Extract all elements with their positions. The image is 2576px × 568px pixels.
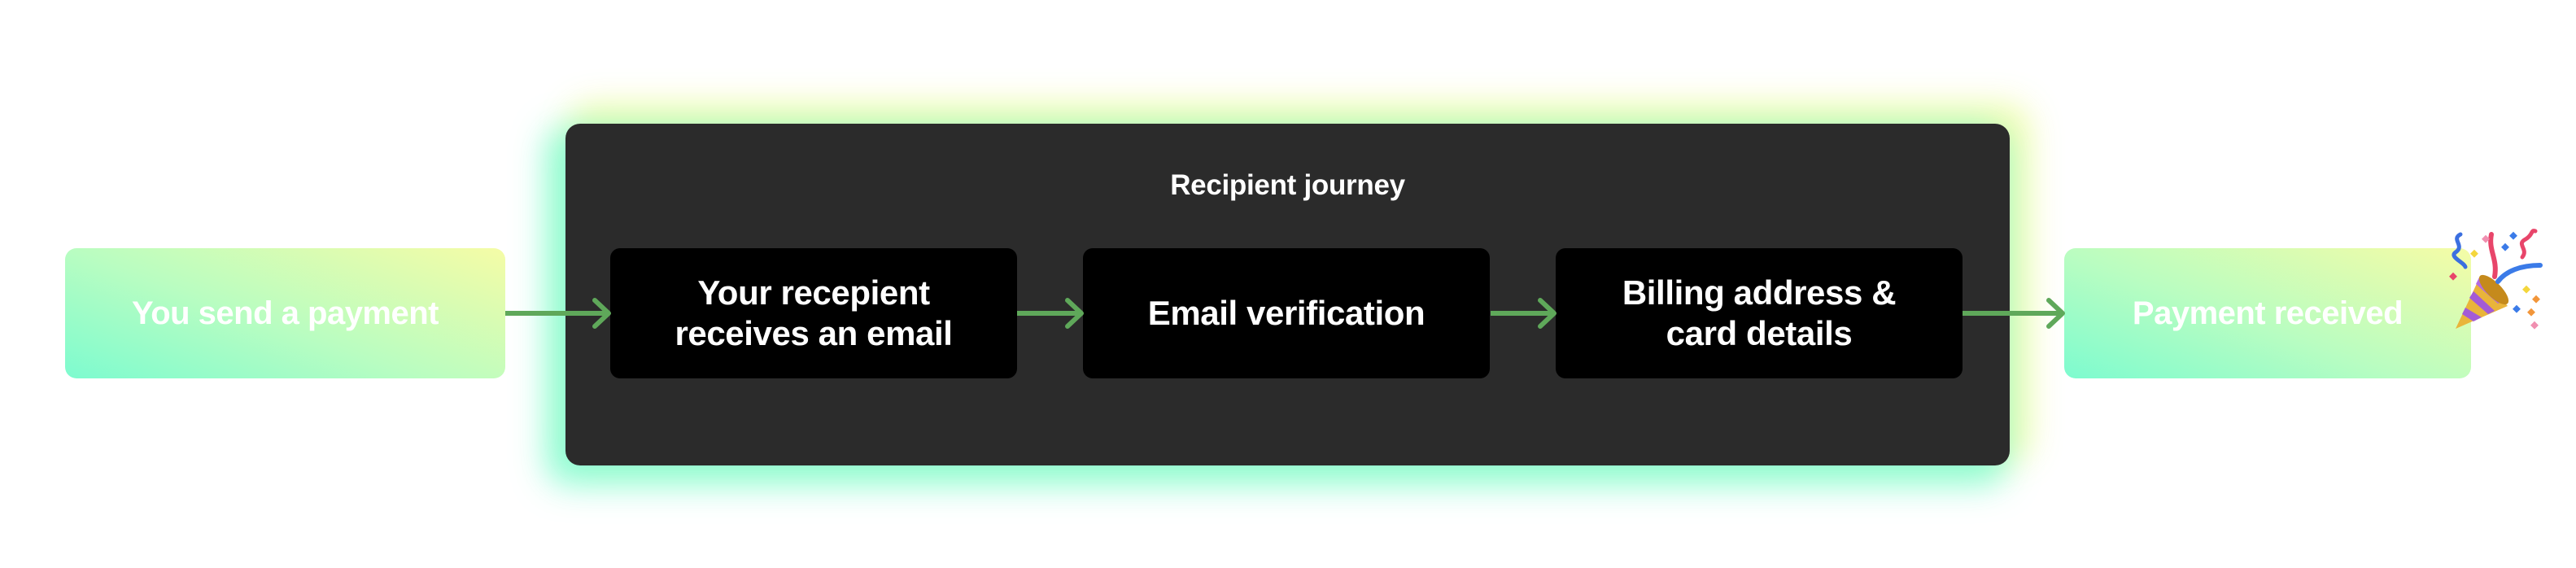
arrow-connector <box>1491 297 1557 330</box>
journey-step-label: Email verification <box>1147 294 1426 332</box>
end-node: Payment received <box>2064 248 2471 378</box>
start-node: You send a payment <box>65 248 505 378</box>
recipient-journey-container: Recipient journey Your recepient receive… <box>565 124 2010 465</box>
journey-step: Your recepient receives an email <box>610 248 1017 378</box>
journey-step-label: Your recepient receives an email <box>675 273 953 352</box>
journey-step: Billing address & card details <box>1556 248 1963 378</box>
start-node-label: You send a payment <box>131 295 439 331</box>
journey-step: Email verification <box>1083 248 1490 378</box>
arrow-connector <box>1017 297 1084 330</box>
journey-title: Recipient journey <box>1170 169 1405 201</box>
arrow-connector <box>505 297 611 330</box>
journey-step-label: Billing address & card details <box>1622 273 1897 352</box>
party-popper-icon <box>2449 226 2547 332</box>
end-node-label: Payment received <box>2132 295 2404 331</box>
arrow-connector <box>1963 297 2065 330</box>
